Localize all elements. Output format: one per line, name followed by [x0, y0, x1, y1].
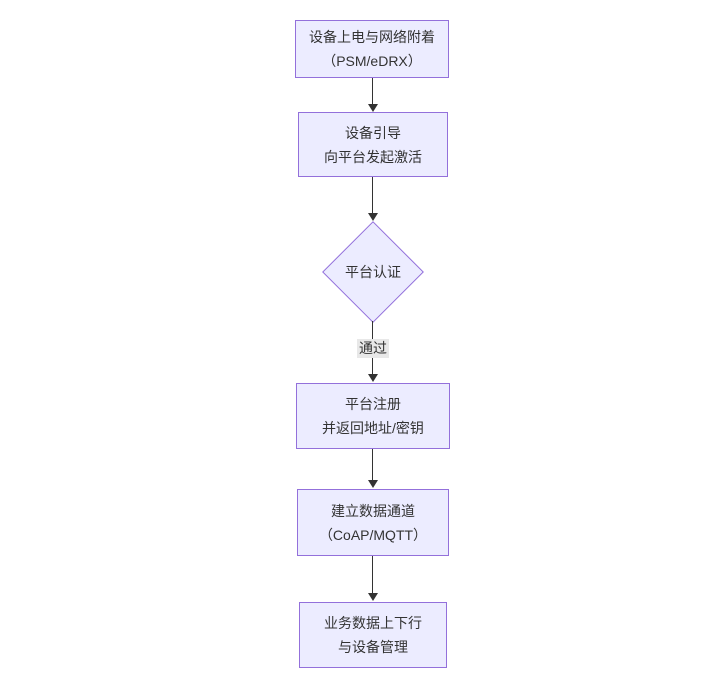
node-platform-auth: 平台认证 [345, 264, 401, 280]
node-platform-register: 平台注册 并返回地址/密钥 [296, 383, 450, 449]
node-label-line: 平台注册 [345, 396, 401, 412]
node-data-channel: 建立数据通道 （CoAP/MQTT） [297, 489, 449, 556]
edge-bootstrap-to-auth [372, 177, 373, 214]
arrowhead-icon [368, 480, 378, 488]
node-business-data-management: 业务数据上下行 与设备管理 [299, 602, 447, 668]
edge-register-to-channel [372, 449, 373, 481]
arrowhead-icon [368, 104, 378, 112]
node-label-line: 设备引导 [345, 124, 401, 141]
node-label-line: （PSM/eDRX） [322, 53, 422, 69]
node-label-line: 设备上电与网络附着 [309, 29, 435, 45]
node-power-on-network-attach: 设备上电与网络附着 （PSM/eDRX） [295, 20, 449, 78]
node-label-line: 与设备管理 [338, 639, 408, 655]
node-label-line: 建立数据通道 [331, 502, 415, 519]
edge-attach-to-bootstrap [372, 78, 373, 105]
node-label-line: 向平台发起激活 [324, 148, 422, 165]
arrowhead-icon [368, 213, 378, 221]
arrowhead-icon [368, 593, 378, 601]
arrowhead-icon [368, 374, 378, 382]
node-device-bootstrap: 设备引导 向平台发起激活 [298, 112, 448, 177]
node-label-line: （CoAP/MQTT） [318, 526, 428, 543]
edge-channel-to-business [372, 556, 373, 594]
edge-label-pass: 通过 [357, 339, 389, 358]
node-label-line: 业务数据上下行 [324, 615, 422, 631]
node-label-line: 并返回地址/密钥 [322, 420, 424, 436]
